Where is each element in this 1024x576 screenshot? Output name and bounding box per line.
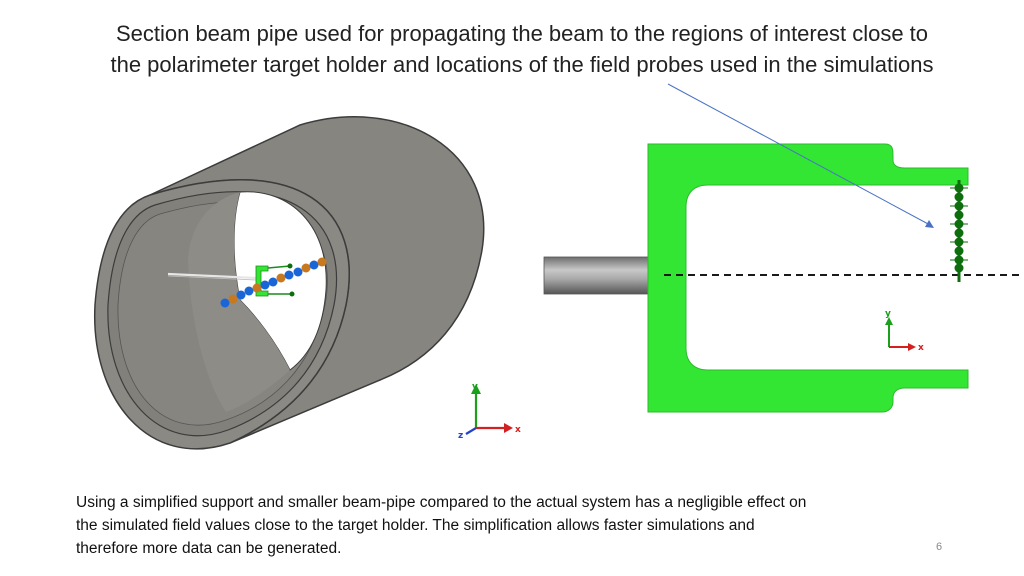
slide-title: Section beam pipe used for propagating t… (40, 18, 1004, 80)
inner-rod (167, 272, 257, 280)
caption-line-1: Using a simplified support and smaller b… (76, 494, 807, 511)
axis-z-label: z (458, 431, 463, 441)
title-line-1: Section beam pipe used for propagating t… (115, 21, 929, 46)
inner-rod-edge (167, 275, 257, 281)
holder-3d-arm-top (267, 265, 291, 269)
axis-y-label: y (472, 382, 478, 392)
axis-triad-2d: y x (885, 309, 924, 353)
probe-marker (301, 263, 311, 273)
field-probe-column (950, 180, 968, 282)
probe-marker (268, 277, 278, 287)
probe-marker (284, 270, 294, 280)
holder-3d-probe-top (287, 263, 293, 269)
probe-marker (244, 286, 254, 296)
axis-y-arrowhead (885, 317, 893, 325)
field-probe (954, 192, 964, 202)
probe-marker (293, 267, 303, 277)
beam-pipe-rod (543, 256, 660, 295)
field-probe (954, 210, 964, 220)
callout-arrowhead (925, 220, 934, 228)
probe-marker (220, 298, 230, 308)
probe-marker (228, 294, 238, 304)
section-view-2d: y x (543, 143, 1024, 413)
axis-x-label: x (918, 343, 924, 353)
probe-marker (317, 257, 327, 267)
caption-line-3: therefore more data can be generated. (76, 540, 342, 557)
axis-x-label: x (515, 425, 521, 435)
axis-x-arrowhead (908, 343, 916, 351)
probe-marker (260, 280, 270, 290)
field-probe (954, 263, 964, 273)
axis-triad-3d: y x z (458, 382, 521, 441)
caption-text: Using a simplified support and smaller b… (76, 491, 936, 560)
probe-marker (276, 273, 286, 283)
caption-line-2: the simulated field values close to the … (76, 517, 755, 534)
callout-arrow-line (667, 83, 931, 226)
probe-marker (236, 290, 246, 300)
title-line-2: the polarimeter target holder and locati… (110, 52, 934, 77)
callout-arrow (667, 83, 934, 228)
field-probe (954, 246, 964, 256)
axis-y-arrowhead (471, 384, 481, 394)
pipe-inner-shadow (188, 192, 290, 412)
beam-pipe-3d (94, 116, 485, 450)
axis-y-label: y (885, 309, 891, 319)
probe-marker (309, 260, 319, 270)
probe-marker (252, 283, 262, 293)
probe-chain-3d (220, 257, 327, 308)
slide-number: 6 (936, 541, 943, 553)
target-holder-frame (647, 143, 969, 413)
axis-x-arrowhead (504, 423, 513, 433)
field-probe (954, 228, 964, 238)
axis-z-line (465, 427, 477, 435)
holder-3d-probe-bottom (289, 291, 295, 297)
